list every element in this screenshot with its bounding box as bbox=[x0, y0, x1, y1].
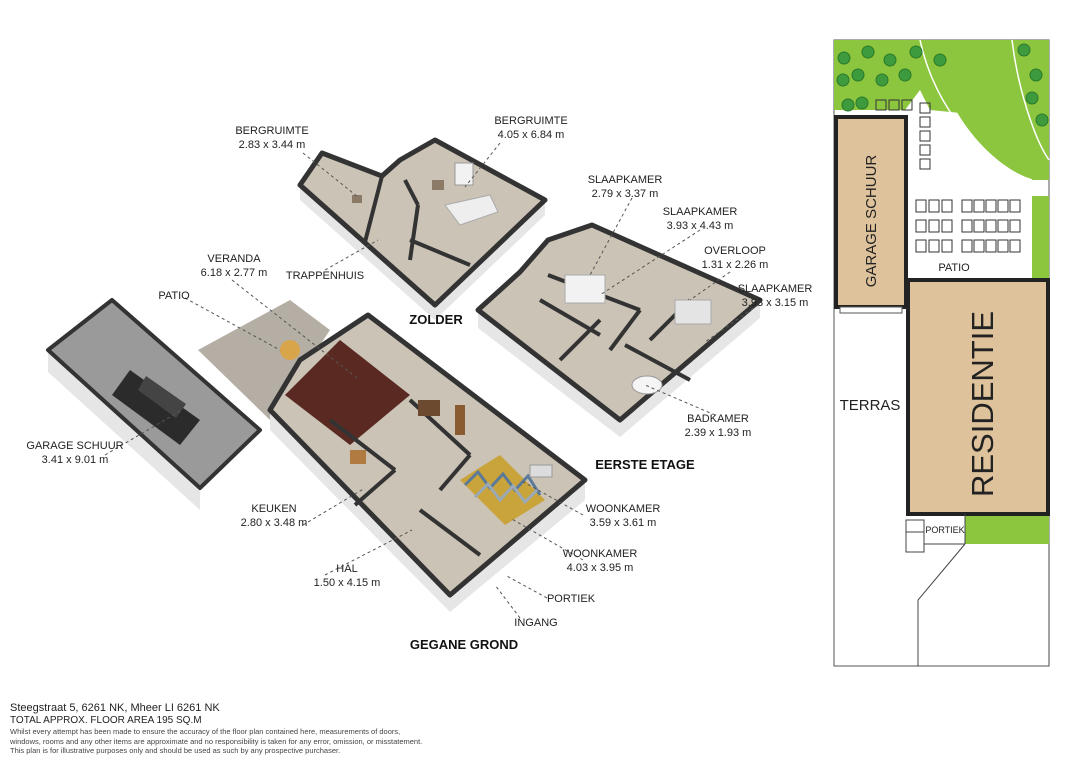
room-label-garage-dims: 3.41 x 9.01 m bbox=[42, 454, 109, 466]
zolder-floor bbox=[297, 137, 548, 320]
room-label-overloop-dims: 1.31 x 2.26 m bbox=[702, 259, 769, 271]
room-label-woonkamer-a-dims: 3.59 x 3.61 m bbox=[590, 517, 657, 529]
floor-title-eerste-etage: EERSTE ETAGE bbox=[595, 457, 695, 472]
room-label-hal-dims: 1.50 x 4.15 m bbox=[314, 577, 381, 589]
floor-title-gegane-grond: GEGANE GROND bbox=[410, 637, 518, 652]
room-label-slaapkamer-b-name: SLAAPKAMER bbox=[663, 206, 738, 218]
gegane-grond-floor bbox=[46, 298, 588, 612]
room-label-ingang-name: INGANG bbox=[514, 617, 557, 629]
room-label-slaapkamer-b-dims: 3.93 x 4.43 m bbox=[667, 220, 734, 232]
room-label-portiek-name: PORTIEK bbox=[547, 593, 596, 605]
site-label-portiek: PORTIEK bbox=[925, 525, 964, 535]
room-labels: BERGRUIMTE 2.83 x 3.44 m BERGRUIMTE 4.05… bbox=[26, 115, 812, 629]
room-label-bergruimte-a-dims: 2.83 x 3.44 m bbox=[239, 139, 306, 151]
site-plan: GARAGE SCHUUR PATIO TERRAS RESIDENTIE PO… bbox=[833, 39, 1050, 667]
leader-lines bbox=[104, 142, 759, 619]
room-label-garage-name: GARAGE SCHUUR bbox=[26, 440, 123, 452]
site-label-terras: TERRAS bbox=[840, 397, 901, 414]
site-label-garage: GARAGE SCHUUR bbox=[863, 155, 880, 288]
disclaimer-line-1: Whilst every attempt has been made to en… bbox=[10, 727, 401, 736]
total-area-text: TOTAL APPROX. FLOOR AREA 195 SQ.M bbox=[10, 715, 202, 726]
room-label-veranda-dims: 6.18 x 2.77 m bbox=[201, 267, 268, 279]
room-label-slaapkamer-c-name: SLAAPKAMER bbox=[738, 283, 813, 295]
disclaimer-line-2: windows, rooms and any other items are a… bbox=[10, 736, 423, 746]
site-label-patio: PATIO bbox=[938, 262, 970, 274]
room-label-badkamer-dims: 2.39 x 1.93 m bbox=[685, 427, 752, 439]
room-label-hal-name: HAL bbox=[336, 563, 357, 575]
eerste-etage-floor bbox=[475, 222, 763, 437]
address-text: Steegstraat 5, 6261 NK, Mheer LI 6261 NK bbox=[10, 702, 220, 714]
room-label-patio-name: PATIO bbox=[158, 290, 190, 302]
site-label-residentie: RESIDENTIE bbox=[965, 311, 1000, 497]
room-label-woonkamer-b-dims: 4.03 x 3.95 m bbox=[567, 562, 634, 574]
room-label-trappenhuis-name: TRAPPENHUIS bbox=[286, 270, 364, 282]
room-label-bergruimte-b-name: BERGRUIMTE bbox=[494, 115, 567, 127]
room-label-badkamer-name: BADKAMER bbox=[687, 413, 749, 425]
room-label-bergruimte-a-name: BERGRUIMTE bbox=[235, 125, 308, 137]
disclaimer-line-3: This plan is for illustrative purposes o… bbox=[10, 746, 341, 755]
room-label-woonkamer-a-name: WOONKAMER bbox=[586, 503, 661, 515]
room-label-woonkamer-b-name: WOONKAMER bbox=[563, 548, 638, 560]
floor-title-zolder: ZOLDER bbox=[409, 312, 463, 327]
room-label-slaapkamer-a-dims: 2.79 x 3.37 m bbox=[592, 188, 659, 200]
room-label-keuken-name: KEUKEN bbox=[251, 503, 296, 515]
room-label-keuken-dims: 2.80 x 3.48 m bbox=[241, 517, 308, 529]
room-label-veranda-name: VERANDA bbox=[207, 253, 261, 265]
floor-titles: ZOLDER EERSTE ETAGE GEGANE GROND bbox=[409, 312, 695, 652]
footer: Steegstraat 5, 6261 NK, Mheer LI 6261 NK… bbox=[10, 702, 710, 756]
room-label-slaapkamer-a-name: SLAAPKAMER bbox=[588, 174, 663, 186]
room-label-slaapkamer-c-dims: 3.93 x 3.15 m bbox=[742, 297, 809, 309]
room-label-bergruimte-b-dims: 4.05 x 6.84 m bbox=[498, 129, 565, 141]
room-label-overloop-name: OVERLOOP bbox=[704, 245, 766, 257]
